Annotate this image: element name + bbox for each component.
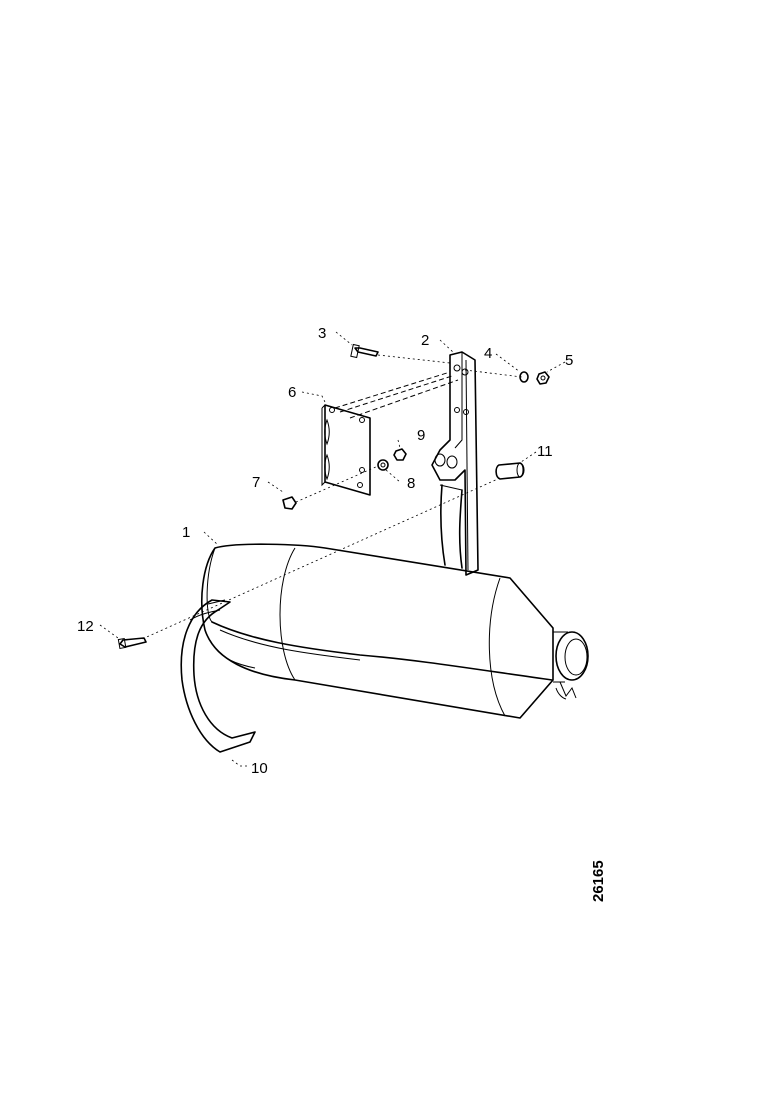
bolt-axis-line: [377, 354, 451, 364]
callout-10: 10: [251, 760, 268, 777]
callout-6: 6: [288, 384, 296, 401]
callout-12: 12: [77, 618, 94, 635]
callout-2: 2: [421, 332, 429, 349]
washer-axis-line: [464, 369, 523, 378]
mounting-bracket: [431, 351, 479, 576]
plate-bracket-link-mid: [339, 375, 453, 413]
bolt-12: [117, 637, 147, 650]
strap-bolt-axis: [139, 477, 501, 641]
nut-9: [393, 448, 407, 461]
callout-7: 7: [252, 474, 260, 491]
callout-leaders: [99, 331, 566, 767]
nut-5: [536, 371, 550, 385]
callout-4: 4: [484, 345, 492, 362]
callout-3: 3: [318, 325, 326, 342]
bolt-top: [350, 343, 379, 359]
drawing-reference-number: 26165: [590, 860, 607, 902]
callout-11: 11: [537, 443, 553, 460]
silencer-body: [201, 543, 589, 719]
plate-bracket-link-upper: [334, 371, 451, 409]
callout-8: 8: [407, 475, 415, 492]
bolt-7-axis: [295, 465, 379, 503]
washer-8: [377, 459, 389, 471]
callout-1: 1: [182, 524, 190, 541]
callout-5: 5: [565, 352, 573, 369]
callout-9: 9: [417, 427, 425, 444]
strap-10: [180, 599, 256, 753]
washer-4: [519, 371, 529, 383]
callout-labels: 3 2 4 5 6 9 11 7 8 1 12 10: [77, 325, 573, 777]
bolt-7: [282, 496, 297, 510]
spacer-pin-11: [495, 462, 525, 480]
mounting-plate: [321, 404, 371, 496]
plate-bracket-link-lower: [349, 379, 459, 419]
